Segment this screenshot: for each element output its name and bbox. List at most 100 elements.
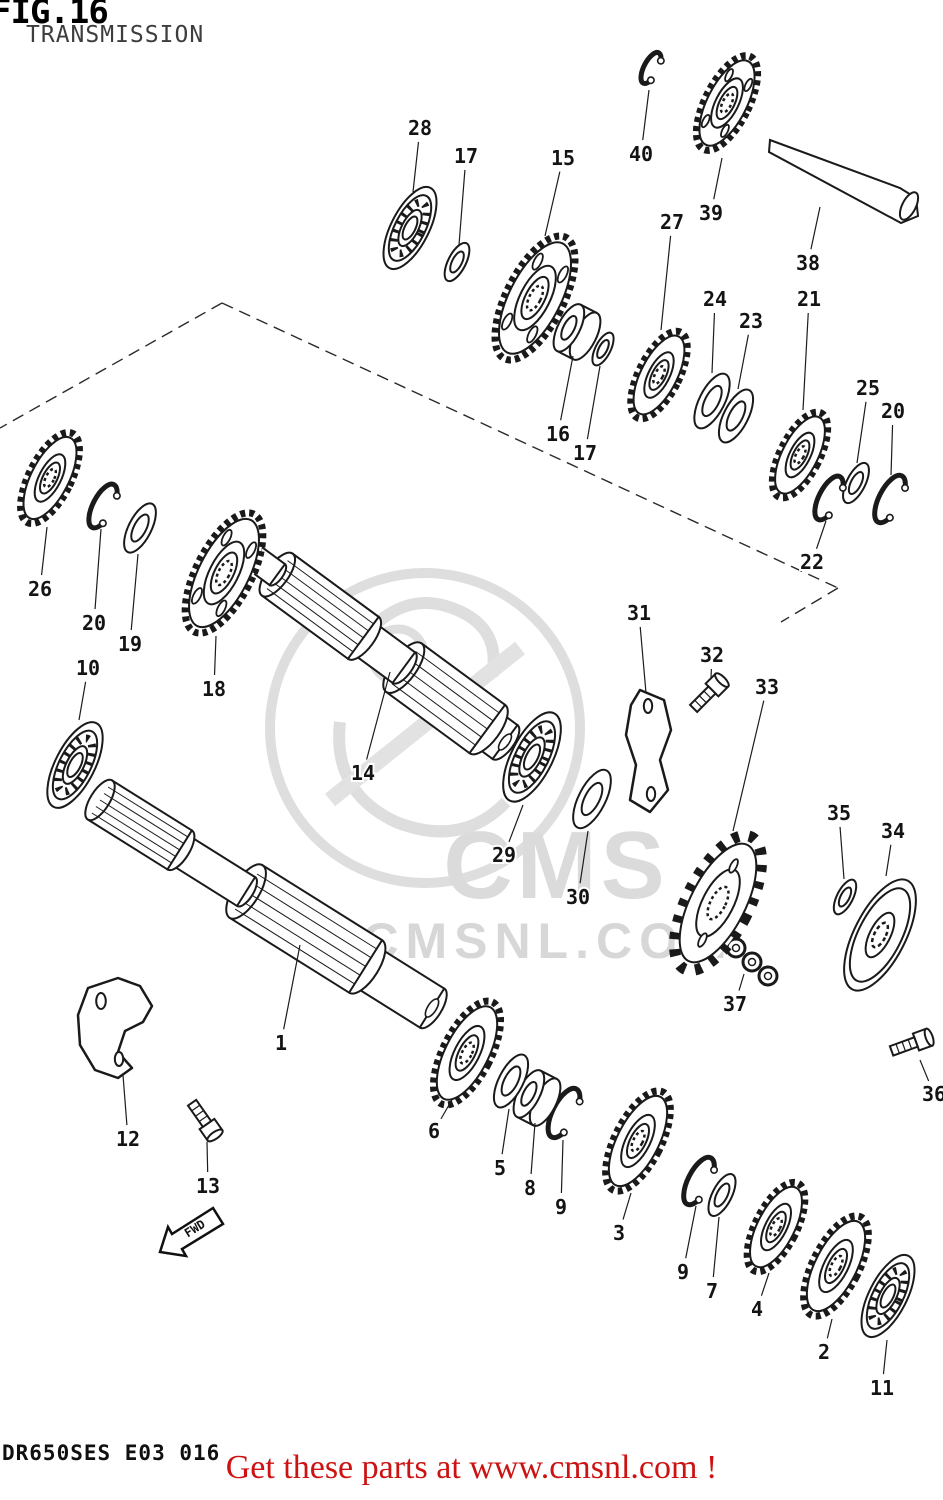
part-8-collar xyxy=(512,1069,562,1127)
part-callout-35: 35 xyxy=(827,801,851,825)
leader-line xyxy=(560,1139,564,1194)
part-callout-23: 23 xyxy=(739,309,763,333)
part-2-gear xyxy=(800,1212,872,1320)
part-callout-11: 11 xyxy=(870,1376,894,1400)
leader-line xyxy=(802,312,809,411)
guide-line xyxy=(780,587,839,623)
part-callout-26: 26 xyxy=(28,577,52,601)
leader-line xyxy=(839,826,845,880)
part-31-bracket xyxy=(624,688,673,814)
part-callout-25: 25 xyxy=(856,376,880,400)
part-callout-32: 32 xyxy=(700,643,724,667)
watermark-logo-curve xyxy=(333,721,511,838)
part-35-washer xyxy=(832,878,858,916)
leader-line xyxy=(283,944,301,1030)
leader-line xyxy=(639,626,647,694)
part-27-gear xyxy=(627,327,691,423)
part-callout-31: 31 xyxy=(627,601,651,625)
leader-line xyxy=(885,844,892,877)
watermark-logo-wrench xyxy=(325,641,525,807)
part-callout-39: 39 xyxy=(699,201,723,225)
watermark-logo-circle xyxy=(265,568,585,888)
figure-number: FIG.16 xyxy=(0,0,109,32)
leader-line xyxy=(530,1122,536,1175)
part-callout-34: 34 xyxy=(881,819,905,843)
part-callout-21: 21 xyxy=(797,287,821,311)
part-callout-9: 9 xyxy=(677,1260,689,1284)
leader-line xyxy=(685,1205,697,1259)
leader-line xyxy=(213,635,217,676)
construction-lines xyxy=(0,302,839,623)
part-callout-36: 36 xyxy=(922,1082,943,1106)
part-callout-20: 20 xyxy=(881,399,905,423)
part-callout-13: 13 xyxy=(196,1174,220,1198)
leader-line xyxy=(508,804,524,843)
part-callout-38: 38 xyxy=(796,251,820,275)
part-4-gear xyxy=(743,1178,809,1276)
guide-line xyxy=(0,302,223,429)
leader-line xyxy=(40,526,48,576)
part-14-shaft xyxy=(242,544,521,761)
part-23-washer xyxy=(717,388,755,444)
part-19-washer xyxy=(123,502,157,554)
leader-line xyxy=(130,553,139,631)
part-callout-40: 40 xyxy=(629,142,653,166)
part-callout-8: 8 xyxy=(524,1176,536,1200)
part-16-collar xyxy=(552,303,602,361)
part-33-sprocket xyxy=(668,830,768,976)
leader-line xyxy=(622,1192,632,1220)
part-3-gear xyxy=(602,1087,674,1195)
leader-line xyxy=(642,89,650,141)
leader-line xyxy=(711,312,716,374)
part-callout-7: 7 xyxy=(706,1279,718,1303)
leader-line xyxy=(713,157,723,200)
part-36-bolt xyxy=(888,1027,935,1057)
watermark: CMS CMSNL.COM xyxy=(265,568,727,969)
part-40-circlip xyxy=(638,50,665,86)
part-callout-6: 6 xyxy=(428,1119,440,1143)
part-callout-22: 22 xyxy=(800,550,824,574)
part-24-washer xyxy=(693,372,731,430)
leader-line xyxy=(544,171,561,237)
part-callout-29: 29 xyxy=(492,843,516,867)
leader-line xyxy=(712,1216,720,1278)
part-callout-18: 18 xyxy=(202,677,226,701)
part-callout-15: 15 xyxy=(551,146,575,170)
part-callout-5: 5 xyxy=(494,1156,506,1180)
part-callout-1: 1 xyxy=(275,1031,287,1055)
part-callout-4: 4 xyxy=(751,1297,763,1321)
leader-line xyxy=(737,334,749,390)
part-18-gear xyxy=(181,509,267,637)
part-17b-washer xyxy=(591,331,615,367)
part-37-chain xyxy=(725,937,779,987)
part-callout-9: 9 xyxy=(555,1195,567,1219)
leader-line xyxy=(732,700,765,832)
part-17a-washer xyxy=(443,241,471,283)
part-1-shaft xyxy=(84,778,448,1030)
part-callout-14: 14 xyxy=(351,761,375,785)
part-38-rod xyxy=(767,138,920,225)
part-25-washer xyxy=(842,461,870,505)
part-32-bolt xyxy=(688,672,730,714)
part-26-gear xyxy=(17,428,83,528)
part-callout-30: 30 xyxy=(566,885,590,909)
leader-line xyxy=(826,1318,833,1339)
part-callout-20: 20 xyxy=(82,611,106,635)
page-title: TRANSMISSION xyxy=(26,22,205,48)
part-15-gear xyxy=(491,232,579,364)
part-callout-37: 37 xyxy=(723,992,747,1016)
watermark-brand: CMS xyxy=(443,812,668,919)
part-30-washer xyxy=(572,768,612,830)
part-9b-circlip xyxy=(681,1154,719,1208)
part-callout-10: 10 xyxy=(76,656,100,680)
promo-link[interactable]: Get these parts at www.cmsnl.com ! xyxy=(225,1449,718,1486)
leader-line xyxy=(579,830,589,884)
fwd-arrow-shape xyxy=(158,1206,225,1258)
part-13-bolt xyxy=(186,1098,224,1143)
leader-line xyxy=(919,1059,930,1082)
part-callout-27: 27 xyxy=(660,210,684,234)
leader-line xyxy=(586,365,601,440)
leader-line xyxy=(206,1141,209,1173)
